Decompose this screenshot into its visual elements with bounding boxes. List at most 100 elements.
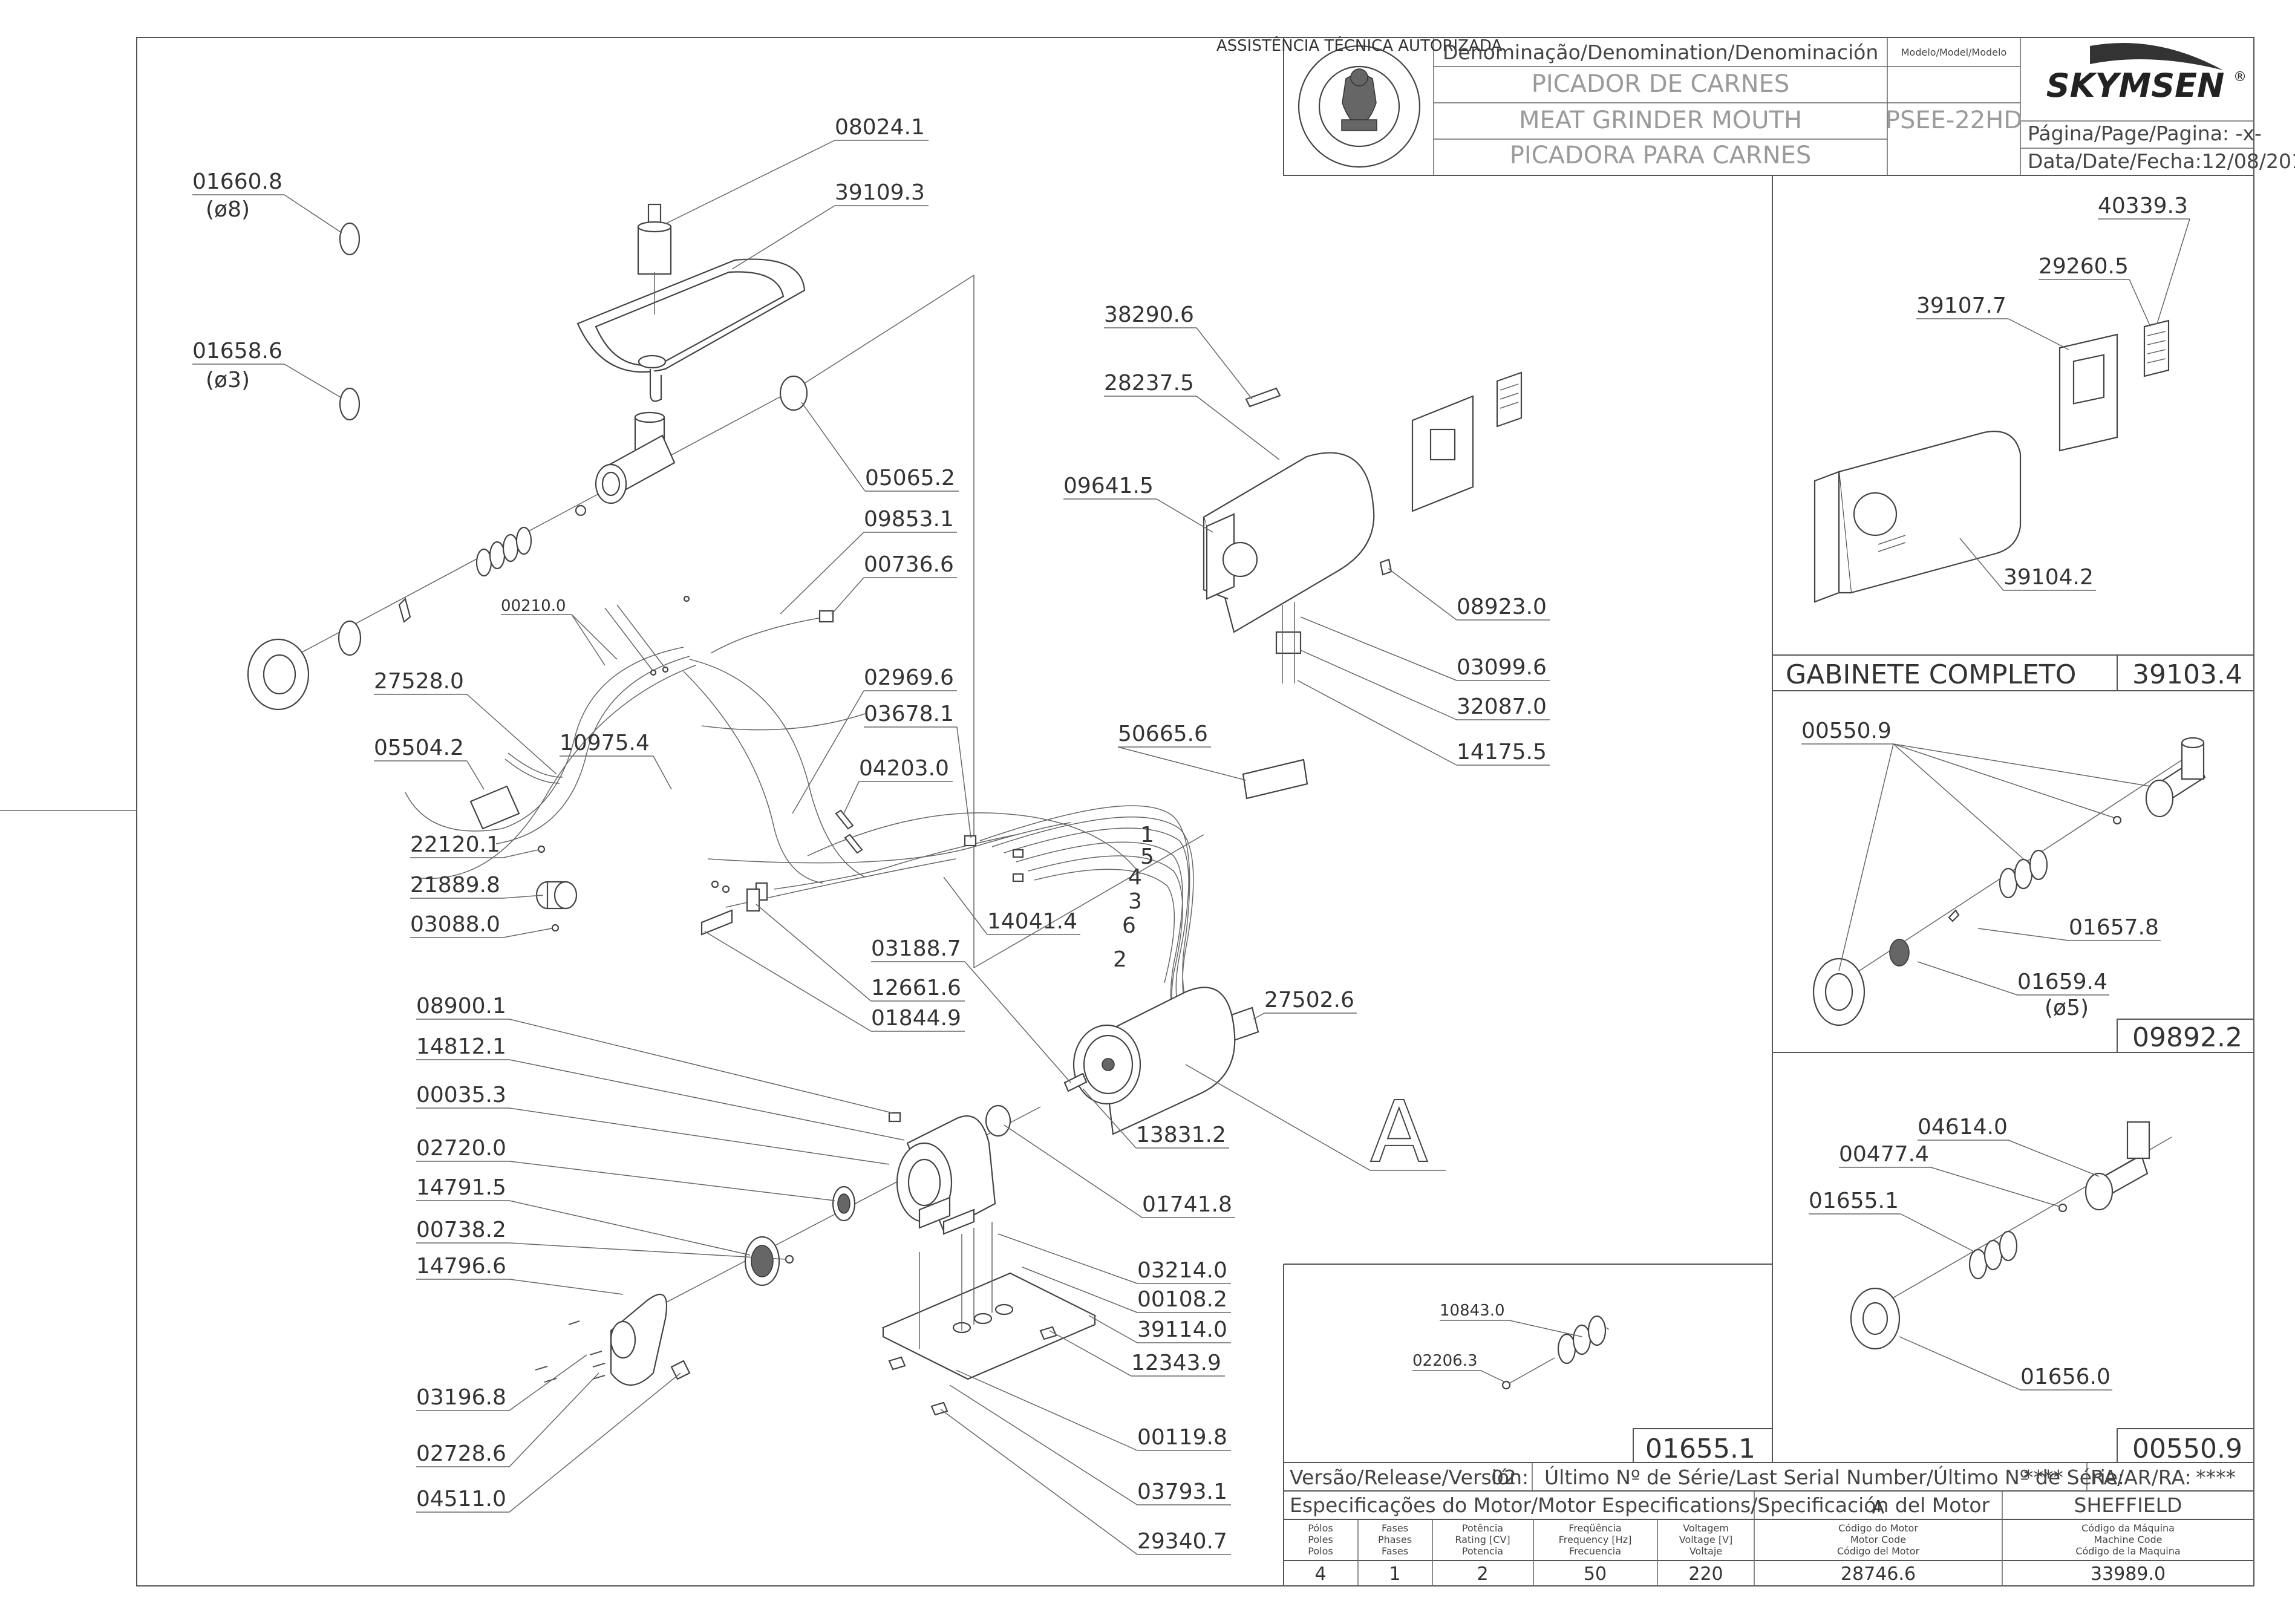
model-value: PSEE-22HD: [1885, 106, 2022, 134]
wiring-harness: [405, 595, 1210, 1047]
ra-value: ****: [2196, 1466, 2236, 1489]
label-03214-0: 03214.0: [1137, 1258, 1227, 1283]
label-o5: (ø5): [2045, 996, 2089, 1020]
label-04614-0: 04614.0: [1918, 1115, 2008, 1140]
label-27502-6: 27502.6: [1264, 988, 1354, 1013]
seal-disc: [779, 375, 808, 411]
ra-label: RA/AR/RA:: [2091, 1466, 2192, 1489]
name-en: MEAT GRINDER MOUTH: [1519, 106, 1802, 134]
svg-text:Machine Code: Machine Code: [2094, 1534, 2162, 1545]
svg-text:50: 50: [1584, 1564, 1607, 1585]
feed-screw: [1999, 849, 2048, 899]
label-02720-0: 02720.0: [416, 1136, 506, 1161]
svg-text:Código del Motor: Código del Motor: [1837, 1545, 1920, 1557]
seal-text: ASSISTÊNCIA TÉCNICA AUTORIZADA: [1216, 36, 1502, 55]
screw-assembly-panel: 04614.0 00477.4 01655.1 01656.0 00550.9: [1809, 1115, 2242, 1464]
label-14041-4: 14041.4: [987, 909, 1077, 934]
plate-mid: [338, 620, 362, 656]
svg-text:Poles: Poles: [1308, 1534, 1333, 1545]
plate-3mm: [339, 387, 361, 421]
screws: [535, 1320, 606, 1383]
label-03678-1: 03678.1: [864, 702, 954, 726]
label-00108-2: 00108.2: [1137, 1287, 1227, 1312]
spec-col-voltage: Voltagem Voltage [V] Voltaje 220: [1679, 1522, 1733, 1585]
motor-box: [1203, 371, 1523, 683]
label-02969-6: 02969.6: [864, 665, 954, 690]
label-39104-2: 39104.2: [2003, 565, 2094, 590]
screw-set: [1968, 1230, 2018, 1280]
mouth-assembly-panel: 00550.9 01657.8 01659.4 (ø5) 09892.2: [1801, 719, 2242, 1053]
label-00550-9: 00550.9: [1801, 719, 1892, 743]
label-01655-1: 01655.1: [1809, 1189, 1899, 1213]
feed-tray: [576, 258, 806, 402]
svg-text:Código de la Maquina: Código de la Maquina: [2075, 1545, 2180, 1557]
svg-text:Frequency [Hz]: Frequency [Hz]: [1559, 1534, 1632, 1545]
label-00477-4: 00477.4: [1839, 1142, 1929, 1167]
base-plate: [881, 1222, 1097, 1380]
motor-spec-table: Especificações do Motor/Motor Especifica…: [1284, 1491, 2254, 1586]
label-38290-6: 38290.6: [1104, 302, 1194, 327]
svg-text:Código do Motor: Código do Motor: [1838, 1522, 1918, 1534]
svg-text:Motor Code: Motor Code: [1850, 1534, 1906, 1545]
label-08923-0: 08923.0: [1457, 595, 1547, 619]
label-o8: (ø8): [206, 197, 250, 222]
authorized-service-seal: ASSISTÊNCIA TÉCNICA AUTORIZADA: [1216, 36, 1502, 168]
worm-screw: [475, 526, 532, 577]
svg-text:Pólos: Pólos: [1308, 1522, 1333, 1534]
label-14812-1: 14812.1: [416, 1034, 506, 1059]
wire-number-3: 3: [1128, 889, 1142, 914]
label-03793-1: 03793.1: [1137, 1479, 1227, 1504]
label-05504-2: 05504.2: [374, 735, 464, 760]
spec-col-motor-code: Código do Motor Motor Code Código del Mo…: [1837, 1522, 1920, 1585]
label-01660-8: 01660.8: [192, 169, 282, 194]
brand-mark: ®: [2233, 70, 2247, 85]
label-08900-1: 08900.1: [416, 994, 506, 1019]
label-04511-0: 04511.0: [416, 1487, 506, 1511]
coupling-ring: [985, 1104, 1011, 1137]
svg-text:4: 4: [1314, 1564, 1326, 1585]
capacitor: [535, 881, 578, 910]
connectors: [755, 610, 1024, 901]
label-03196-8: 03196.8: [416, 1385, 506, 1410]
detail-code: 01655.1: [1645, 1433, 1755, 1464]
svg-text:1: 1: [1389, 1564, 1400, 1585]
label-04203-0: 04203.0: [859, 756, 949, 781]
label-05065-2: 05065.2: [865, 466, 955, 491]
label-09641-5: 09641.5: [1063, 474, 1154, 498]
label-00119-8: 00119.8: [1137, 1425, 1227, 1450]
date-label: Data/Date/Fecha:12/08/2011: [2028, 149, 2295, 173]
label-21889-8: 21889.8: [410, 873, 500, 898]
label-01659-4: 01659.4: [2017, 970, 2107, 994]
label-29340-7: 29340.7: [1137, 1529, 1227, 1554]
svg-text:33989.0: 33989.0: [2091, 1564, 2166, 1585]
label-03088-0: 03088.0: [410, 912, 500, 937]
label-00736-6: 00736.6: [864, 552, 954, 577]
cabinet-code: 39103.4: [2132, 659, 2242, 690]
cabinet-title: GABINETE COMPLETO: [1786, 659, 2076, 690]
grinder-mouth: [595, 411, 676, 504]
label-22120-1: 22120.1: [410, 832, 500, 857]
svg-text:Código da Máquina: Código da Máquina: [2081, 1522, 2175, 1534]
ring-nut: [247, 638, 310, 711]
drawing-border: [136, 37, 2254, 1586]
label-card: [469, 785, 520, 830]
serial-value: ****: [2023, 1466, 2063, 1489]
washer: [575, 504, 587, 517]
part-labels: 08024.1 39109.3 01660.8 (ø8) 01658.6 (ø3…: [192, 115, 1550, 1555]
label-32087-0: 32087.0: [1457, 694, 1547, 719]
drive-gear-small: [832, 1185, 856, 1222]
label-13831-2: 13831.2: [1136, 1123, 1226, 1147]
svg-text:Voltage [V]: Voltage [V]: [1679, 1534, 1733, 1545]
spec-col-phases: Fases Phases Fases 1: [1378, 1522, 1412, 1585]
wire-number-1: 1: [1140, 823, 1154, 847]
label-39114-0: 39114.0: [1137, 1317, 1227, 1342]
svg-text:Potência: Potência: [1462, 1522, 1503, 1534]
drive-gear-large: [744, 1236, 780, 1286]
svg-text:Fases: Fases: [1382, 1522, 1408, 1534]
label-14175-5: 14175.5: [1457, 740, 1547, 765]
svg-text:Freqüência: Freqüência: [1569, 1522, 1621, 1534]
label-02728-6: 02728.6: [416, 1441, 506, 1466]
label-o3: (ø3): [206, 368, 250, 393]
label-50665-6: 50665.6: [1118, 722, 1208, 746]
